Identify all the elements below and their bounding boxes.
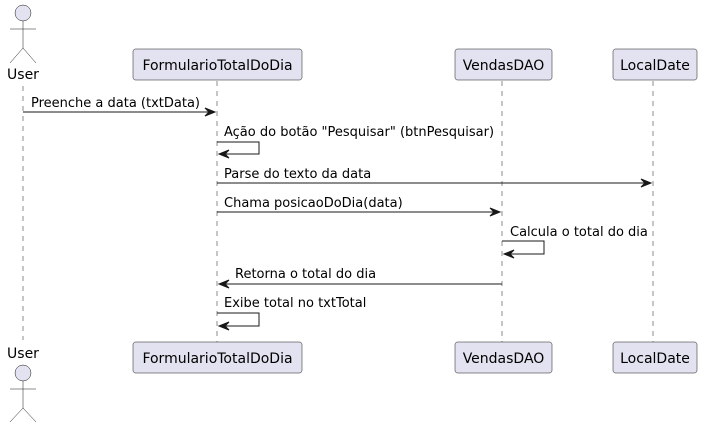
actor-label: User	[7, 67, 39, 83]
actor-user-bottom: User	[7, 346, 39, 423]
message-7: Exibe total no txtTotal	[217, 296, 366, 331]
participant-box-dao-top: VendasDAO	[454, 48, 553, 81]
message-label: Preenche a data (txtData)	[31, 96, 200, 111]
participant-label: VendasDAO	[463, 58, 545, 74]
actor-label: User	[7, 346, 39, 362]
message-label: Exibe total no txtTotal	[224, 296, 366, 311]
message-label: Chama posicaoDoDia(data)	[224, 196, 403, 211]
message-label: Retorna o total do dia	[235, 267, 376, 282]
message-1: Preenche a data (txtData)	[23, 96, 217, 117]
message-label: Parse do texto da data	[224, 167, 371, 182]
message-6: Retorna o total do dia	[217, 267, 502, 289]
message-3: Parse do texto da data	[217, 167, 653, 188]
message-4: Chama posicaoDoDia(data)	[217, 196, 502, 217]
actor-user-top: User	[7, 4, 39, 83]
stick-figure-actor-icon	[9, 364, 37, 423]
message-5: Calcula o total do dia	[502, 225, 648, 259]
message-label: Calcula o total do dia	[510, 225, 648, 240]
participant-box-dao-bottom: VendasDAO	[454, 341, 553, 374]
participant-label: LocalDate	[620, 58, 690, 74]
participant-box-date-bottom: LocalDate	[612, 341, 698, 374]
message-2: Ação do botão "Pesquisar" (btnPesquisar)	[217, 125, 494, 159]
participant-box-form-bottom: FormularioTotalDoDia	[132, 341, 303, 374]
stick-figure-actor-icon	[9, 4, 37, 64]
participant-label: FormularioTotalDoDia	[142, 58, 292, 74]
participant-label: FormularioTotalDoDia	[142, 351, 292, 367]
participant-label: VendasDAO	[463, 351, 545, 367]
participant-label: LocalDate	[620, 351, 690, 367]
message-label: Ação do botão "Pesquisar" (btnPesquisar)	[224, 125, 494, 140]
participant-box-date-top: LocalDate	[612, 48, 698, 81]
messages: Preenche a data (txtData) Ação do botão …	[23, 96, 653, 331]
participant-box-form-top: FormularioTotalDoDia	[132, 48, 303, 81]
